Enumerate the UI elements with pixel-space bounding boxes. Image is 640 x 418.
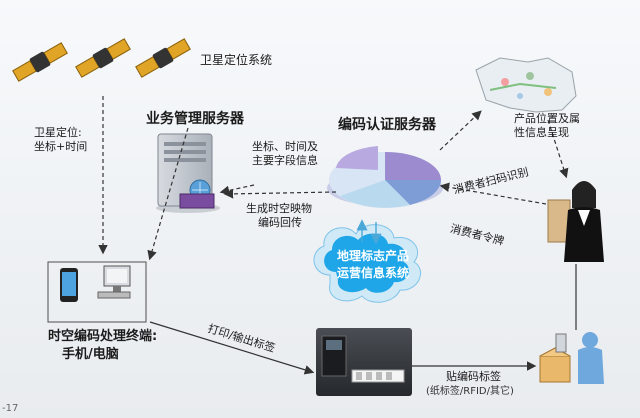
solid-arrows	[149, 264, 577, 375]
paste-sub-label: (纸标签/RFID/其它)	[426, 386, 514, 397]
cloud-arrows	[356, 219, 382, 245]
printer-icon	[316, 328, 412, 396]
satellite-system-label: 卫星定位系统	[200, 53, 273, 67]
gen-code-label-2: 编码回传	[258, 216, 302, 229]
satellite-icon	[12, 42, 68, 82]
consumer-icon	[547, 181, 604, 262]
corner-number: -17	[2, 403, 19, 414]
package-icon	[539, 332, 604, 384]
product-pos-label-2: 性信息呈现	[514, 126, 569, 139]
terminal-label-1: 时空编码处理终端:	[48, 329, 158, 344]
map-icon	[475, 57, 577, 113]
flow-arrows	[98, 96, 569, 261]
phone-icon	[60, 268, 78, 302]
server-icon	[156, 133, 220, 213]
satellite-position-label-2: 坐标+时间	[34, 140, 88, 153]
satellite-position-label-1: 卫星定位:	[34, 126, 82, 139]
computer-icon	[97, 265, 131, 299]
terminal-label-2: 手机/电脑	[62, 347, 119, 362]
coding-server-title: 编码认证服务器	[338, 117, 436, 133]
coords-info-label-1: 坐标、时间及	[252, 140, 318, 153]
coords-info-label-2: 主要字段信息	[252, 154, 318, 167]
cloud-label-2: 运营信息系统	[336, 266, 409, 280]
satellite-icon	[75, 38, 131, 78]
gen-code-label-1: 生成时空映物	[246, 202, 312, 215]
pie-chart-icon	[327, 146, 443, 208]
paste-label: 贴编码标签	[446, 370, 501, 383]
cloud-shape	[313, 224, 421, 303]
business-server-title: 业务管理服务器	[146, 111, 244, 127]
cloud-label-1: 地理标志产品	[336, 249, 409, 263]
product-pos-label-1: 产品位置及属	[514, 112, 580, 125]
terminal-frame	[47, 261, 147, 323]
satellite-icon	[135, 38, 191, 78]
